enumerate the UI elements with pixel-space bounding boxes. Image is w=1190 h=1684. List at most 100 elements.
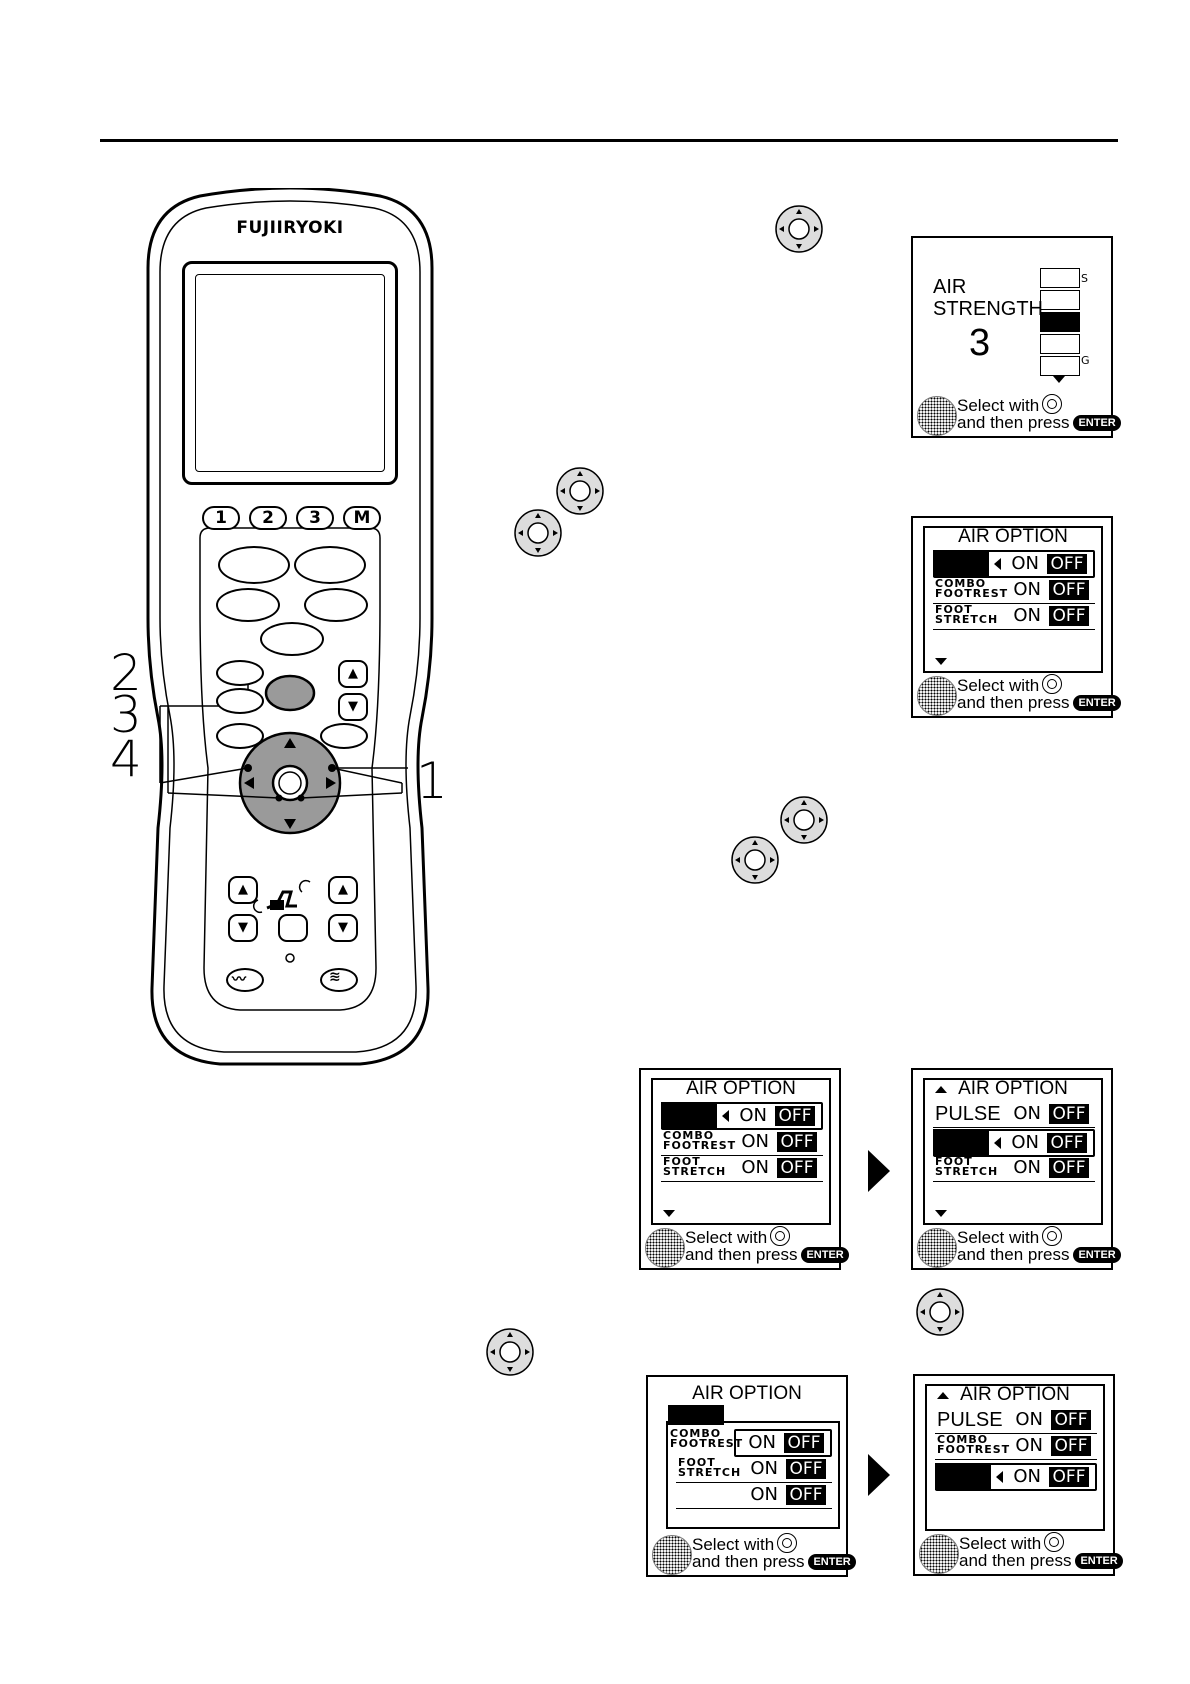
dpad-icon bbox=[775, 205, 823, 253]
heat-icon: ≋ bbox=[329, 969, 341, 985]
strength-level-4 bbox=[1040, 290, 1080, 310]
dpad-mini-icon bbox=[770, 1226, 791, 1246]
strength-level-3 bbox=[1040, 312, 1080, 332]
footer-select: Select with bbox=[957, 396, 1040, 415]
next-arrow-icon bbox=[868, 1150, 890, 1192]
dpad-dots-icon bbox=[919, 1534, 959, 1574]
button-4[interactable] bbox=[216, 723, 264, 749]
enter-badge: ENTER bbox=[808, 1554, 856, 1570]
mode-button-center[interactable] bbox=[260, 622, 324, 656]
air-strength-value: 3 bbox=[969, 322, 991, 364]
memory-key-3[interactable]: 3 bbox=[296, 506, 334, 530]
enter-badge: ENTER bbox=[1075, 1553, 1123, 1569]
option-row[interactable]: PULSE ON OFF bbox=[935, 1408, 1097, 1434]
option-row[interactable]: ON OFF bbox=[676, 1483, 832, 1509]
oval-button-left[interactable] bbox=[218, 546, 290, 584]
strength-level-5 bbox=[1040, 268, 1080, 288]
mode-button-right[interactable] bbox=[304, 588, 368, 622]
option-row-selected[interactable]: ON OFF bbox=[933, 550, 1095, 578]
air-strength-label-2: STRENGTH bbox=[933, 298, 1043, 320]
memory-key-1[interactable]: 1 bbox=[202, 506, 240, 530]
left-arrow-icon bbox=[994, 558, 1001, 570]
callout-4: 4 bbox=[110, 730, 142, 788]
lcd-air-option-3: AIR OPTION PULSE ON OFF ON OFF FOOT STRE… bbox=[911, 1068, 1121, 1270]
dpad-dots-icon bbox=[917, 396, 957, 436]
footrest-down-key[interactable]: ▼ bbox=[328, 914, 358, 942]
memory-key-m[interactable]: M bbox=[343, 506, 381, 530]
footer-press: and then press bbox=[957, 413, 1070, 432]
dpad-mini-icon bbox=[1042, 394, 1063, 414]
option-row-selected[interactable]: ON OFF bbox=[734, 1429, 832, 1457]
backrest-up-key[interactable]: ▲ bbox=[228, 876, 258, 904]
lcd-title: AIR OPTION bbox=[958, 1078, 1068, 1099]
dpad-mini-icon bbox=[1042, 1226, 1063, 1246]
option-row-selected[interactable]: ON OFF bbox=[933, 1129, 1095, 1157]
dpad-dots-icon bbox=[917, 1228, 957, 1268]
lcd-air-strength: AIR STRENGTH 3 S G Select with and then … bbox=[911, 236, 1121, 438]
dpad-icon bbox=[514, 509, 562, 557]
lcd-title: AIR OPTION bbox=[686, 1078, 796, 1099]
dpad-mini-icon bbox=[1044, 1532, 1065, 1552]
scroll-down-icon bbox=[663, 1210, 675, 1217]
dpad-mini-icon bbox=[1042, 674, 1063, 694]
lcd-title: AIR OPTION bbox=[960, 1384, 1070, 1405]
up-arrow-key[interactable]: ▲ bbox=[338, 660, 368, 688]
option-row-selected[interactable]: ON OFF bbox=[661, 1102, 823, 1130]
left-arrow-icon bbox=[996, 1471, 1003, 1483]
dpad-icon bbox=[780, 796, 828, 844]
scale-top-label: S bbox=[1081, 272, 1088, 285]
scroll-up-icon bbox=[935, 1086, 947, 1093]
dpad-icon bbox=[731, 836, 779, 884]
callout-1: 1 bbox=[416, 752, 448, 810]
top-rule bbox=[100, 139, 1118, 142]
strength-level-2 bbox=[1040, 334, 1080, 354]
option-row-selected[interactable]: ON OFF bbox=[935, 1463, 1097, 1491]
option-row[interactable]: FOOT STRETCH ON OFF bbox=[676, 1457, 832, 1483]
dpad-icon bbox=[556, 467, 604, 515]
heat-button[interactable] bbox=[320, 968, 358, 992]
enter-badge: ENTER bbox=[1073, 1247, 1121, 1263]
mode-button-left[interactable] bbox=[216, 588, 280, 622]
option-row[interactable]: FOOT STRETCH ON OFF bbox=[933, 1156, 1095, 1182]
left-arrow-icon bbox=[722, 1110, 729, 1122]
enter-badge: ENTER bbox=[801, 1247, 849, 1263]
recline-stop-key[interactable] bbox=[278, 914, 308, 942]
scroll-up-icon bbox=[937, 1392, 949, 1399]
option-row[interactable]: COMBO FOOTREST ON OFF bbox=[933, 578, 1095, 604]
lock-button[interactable] bbox=[216, 660, 264, 686]
option-label: COMBO FOOTREST bbox=[670, 1427, 744, 1450]
dpad-icon bbox=[486, 1328, 534, 1376]
memory-key-2[interactable]: 2 bbox=[249, 506, 287, 530]
backrest-down-key[interactable]: ▼ bbox=[228, 914, 258, 942]
scroll-down-icon bbox=[935, 1210, 947, 1217]
vibration-button[interactable] bbox=[226, 968, 264, 992]
button-3[interactable] bbox=[216, 688, 264, 714]
remote-control: FUJIIRYOKI 1 2 3 M ▲ ▼ ▲ ▲ ▼ ▼ 〰 ≋ bbox=[140, 188, 440, 1068]
down-arrow-key[interactable]: ▼ bbox=[338, 693, 368, 721]
scale-bottom-label: G bbox=[1081, 354, 1090, 367]
oval-button-right[interactable] bbox=[294, 546, 366, 584]
lcd-air-option-2: AIR OPTION ON OFF COMBO FOOTREST ON OFF … bbox=[639, 1068, 849, 1270]
option-row[interactable]: COMBO FOOTREST ON OFF bbox=[661, 1130, 823, 1156]
callout-3: 3 bbox=[110, 686, 142, 744]
footrest-up-key[interactable]: ▲ bbox=[328, 876, 358, 904]
dpad-icon bbox=[916, 1288, 964, 1336]
lcd-air-option-5: AIR OPTION PULSE ON OFF COMBO FOOTREST O… bbox=[913, 1374, 1123, 1576]
option-row[interactable]: FOOT STRETCH ON OFF bbox=[933, 604, 1095, 630]
vibration-icon: 〰 bbox=[232, 972, 246, 988]
button-right-small[interactable] bbox=[320, 723, 368, 749]
option-row[interactable]: PULSE ON OFF bbox=[933, 1102, 1095, 1128]
scroll-down-icon bbox=[935, 658, 947, 665]
option-row[interactable]: FOOT STRETCH ON OFF bbox=[661, 1156, 823, 1182]
dpad-dots-icon bbox=[645, 1228, 685, 1268]
option-row[interactable]: COMBO FOOTREST ON OFF bbox=[935, 1434, 1097, 1460]
dpad-mini-icon bbox=[777, 1533, 798, 1553]
callout-2: 2 bbox=[110, 644, 142, 702]
dpad-dots-icon bbox=[917, 676, 957, 716]
lcd-air-option-1: AIR OPTION ON OFF COMBO FOOTREST ON OFF … bbox=[911, 516, 1121, 718]
